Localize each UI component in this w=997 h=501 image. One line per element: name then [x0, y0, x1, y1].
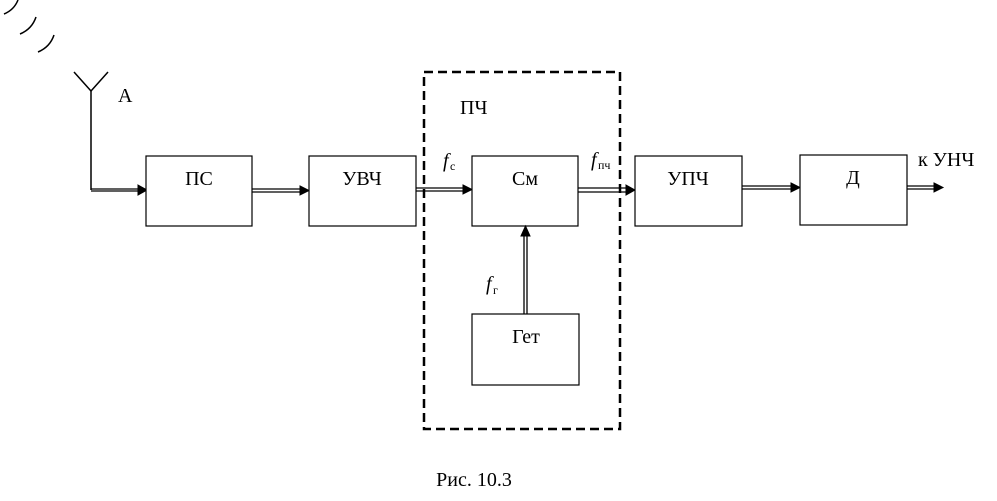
frequency-converter-frame	[422, 70, 622, 431]
block-upch-label: УПЧ	[667, 168, 709, 190]
arrow-antenna-ps	[91, 184, 149, 196]
fpch-label: f пч	[591, 149, 610, 172]
svg-text:f: f	[486, 273, 494, 295]
block-uvch: УВЧ	[308, 155, 417, 227]
figure-caption: Рис. 10.3	[436, 469, 512, 491]
block-get-label: Гет	[512, 326, 540, 348]
arrow-d-output	[907, 182, 945, 193]
arrow-upch-d	[742, 182, 802, 193]
arrow-uvch-sm	[416, 184, 474, 195]
svg-text:г: г	[493, 283, 498, 297]
block-sm: См	[471, 155, 579, 227]
output-label: к УНЧ	[918, 149, 974, 171]
block-d-label: Д	[846, 167, 860, 189]
svg-text:с: с	[450, 159, 455, 173]
block-upch: УПЧ	[634, 155, 743, 227]
arrow-ps-uvch	[252, 185, 311, 196]
svg-text:f: f	[591, 149, 599, 171]
arrow-get-sm	[520, 224, 531, 314]
antenna-label: А	[118, 85, 133, 107]
fc-label: f с	[443, 150, 455, 173]
fg-label: f г	[486, 273, 498, 297]
block-uvch-label: УВЧ	[342, 168, 382, 190]
block-ps: ПС	[145, 155, 253, 227]
radio-waves-icon	[3, 0, 55, 53]
block-sm-label: См	[512, 168, 538, 190]
svg-text:f: f	[443, 150, 451, 172]
svg-text:пч: пч	[598, 158, 610, 172]
block-get: Гет	[471, 313, 580, 386]
antenna-icon	[73, 71, 109, 190]
block-d: Д	[799, 154, 908, 226]
block-ps-label: ПС	[185, 168, 213, 190]
arrow-sm-upch	[578, 184, 637, 196]
pch-label: ПЧ	[460, 97, 487, 119]
